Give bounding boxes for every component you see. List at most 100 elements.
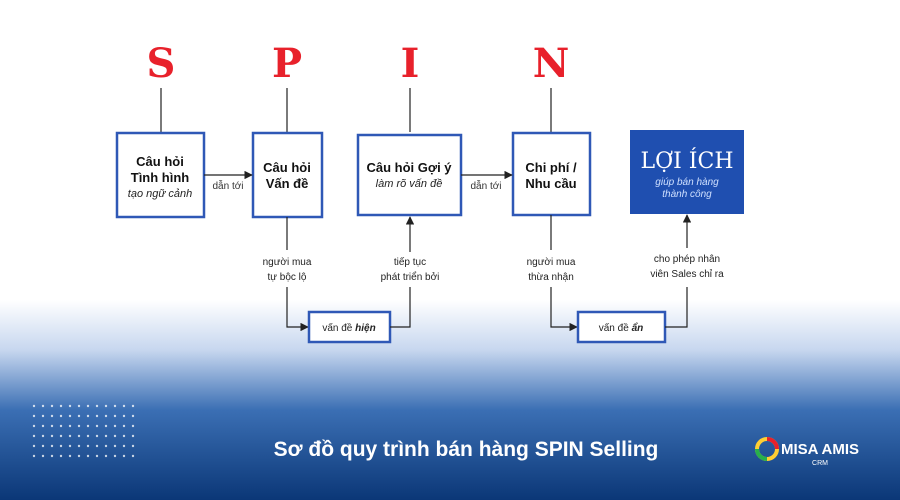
box-implication-line1: Câu hỏi Gợi ý (366, 160, 452, 175)
decorative-dot (131, 424, 135, 428)
decorative-dot (113, 414, 117, 418)
box-need-line2: Nhu cầu (525, 176, 576, 191)
decorative-dot (122, 404, 126, 408)
decorative-dot (95, 424, 99, 428)
annotation-sales-shows-2: viên Sales chỉ ra (650, 268, 724, 280)
box-situation-sub: tạo ngữ cảnh (128, 188, 192, 200)
decorative-dot (86, 454, 90, 458)
box-situation-line1: Câu hỏi (136, 154, 184, 169)
decorative-dot (86, 444, 90, 448)
decorative-dot (86, 424, 90, 428)
box-situation-line2: Tình hình (131, 170, 190, 185)
decorative-dot (32, 454, 36, 458)
annotation-buyer-admits-2: thừa nhận (528, 272, 574, 283)
decorative-dot (77, 424, 81, 428)
box-problem-line1: Câu hỏi (263, 160, 311, 175)
footer-caption: Sơ đồ quy trình bán hàng SPIN Selling (274, 438, 659, 461)
decorative-dot (131, 444, 135, 448)
box-benefit-sub1: giúp bán hàng (655, 177, 719, 188)
decorative-dot (95, 404, 99, 408)
decorative-dot (68, 434, 72, 438)
annotation-buyer-reveals-1: người mua (263, 257, 312, 268)
decorative-dot (77, 434, 81, 438)
decorative-dot (131, 454, 135, 458)
decorative-dot (59, 414, 63, 418)
decorative-dot (41, 424, 45, 428)
decorative-dot (104, 454, 108, 458)
box-need-line1: Chi phí / (525, 160, 577, 175)
decorative-dot (104, 414, 108, 418)
box-explicit-problem-label: vấn đề hiện (322, 322, 375, 334)
decorative-dot (122, 414, 126, 418)
decorative-dot (77, 444, 81, 448)
decorative-dot (50, 424, 54, 428)
box-implication (356, 133, 463, 217)
decorative-dot (59, 424, 63, 428)
arrow-s-to-p-label: dẫn tới (212, 179, 243, 192)
decorative-dot (131, 414, 135, 418)
decorative-dot (50, 404, 54, 408)
logo-ring-arc-icon (766, 437, 779, 450)
box-situation (115, 131, 206, 219)
decorative-dot (113, 434, 117, 438)
decorative-dot (50, 434, 54, 438)
decorative-dot (68, 424, 72, 428)
decorative-dot (95, 454, 99, 458)
decorative-dot (59, 404, 63, 408)
decorative-dot (68, 444, 72, 448)
decorative-dot (104, 404, 108, 408)
decorative-dot (131, 404, 135, 408)
decorative-dot (41, 444, 45, 448)
decorative-dot (95, 444, 99, 448)
logo-sub-text: CRM (812, 460, 828, 467)
logo-ring-arc2-icon (755, 448, 768, 461)
letter-i: I (401, 40, 420, 87)
box-implicit-problem-label: vấn đề ẩn (599, 322, 643, 334)
decorative-dot (32, 424, 36, 428)
decorative-dot (104, 434, 108, 438)
decorative-dot (122, 424, 126, 428)
decorative-dot (104, 424, 108, 428)
decorative-dot (77, 404, 81, 408)
line-p-to-explicit (286, 287, 309, 332)
decorative-dot-grid (32, 404, 135, 458)
decorative-dot (32, 414, 36, 418)
decorative-dot (41, 414, 45, 418)
box-benefit-title: LỢI ÍCH (640, 147, 733, 174)
decorative-dot (113, 404, 117, 408)
annotation-buyer-admits-1: người mua (527, 257, 576, 268)
decorative-dot (122, 444, 126, 448)
decorative-dot (113, 424, 117, 428)
decorative-dot (41, 434, 45, 438)
decorative-dot (77, 414, 81, 418)
decorative-dot (32, 404, 36, 408)
letter-p: P (272, 40, 302, 87)
decorative-dot (77, 454, 81, 458)
decorative-dot (32, 434, 36, 438)
misa-amis-logo: MISA AMIS CRM (755, 437, 859, 467)
annotation-buyer-reveals-2: tự bộc lộ (268, 272, 307, 283)
decorative-dot (41, 404, 45, 408)
decorative-dot (86, 414, 90, 418)
box-implicit-problem (576, 310, 667, 344)
decorative-dot (59, 444, 63, 448)
arrow-i-to-n-label: dẫn tới (470, 179, 501, 192)
decorative-dot (122, 454, 126, 458)
letter-s: S (147, 40, 176, 87)
box-benefit (630, 130, 744, 214)
decorative-dot (95, 434, 99, 438)
letter-n: N (533, 40, 570, 87)
box-problem-line2: Vấn đề (266, 176, 309, 191)
line-n-to-implicit (550, 287, 578, 332)
decorative-dot (50, 414, 54, 418)
decorative-dot (59, 434, 63, 438)
decorative-dot (59, 454, 63, 458)
annotation-sales-shows-1: cho phép nhân (654, 254, 720, 265)
line-implicit-to-benefit (665, 287, 688, 328)
decorative-dot (86, 404, 90, 408)
annotation-continue-develop-1: tiếp tục (394, 256, 426, 268)
decorative-dot (86, 434, 90, 438)
logo-main-text: MISA AMIS (781, 441, 859, 458)
decorative-dot (50, 444, 54, 448)
decorative-dot (113, 444, 117, 448)
